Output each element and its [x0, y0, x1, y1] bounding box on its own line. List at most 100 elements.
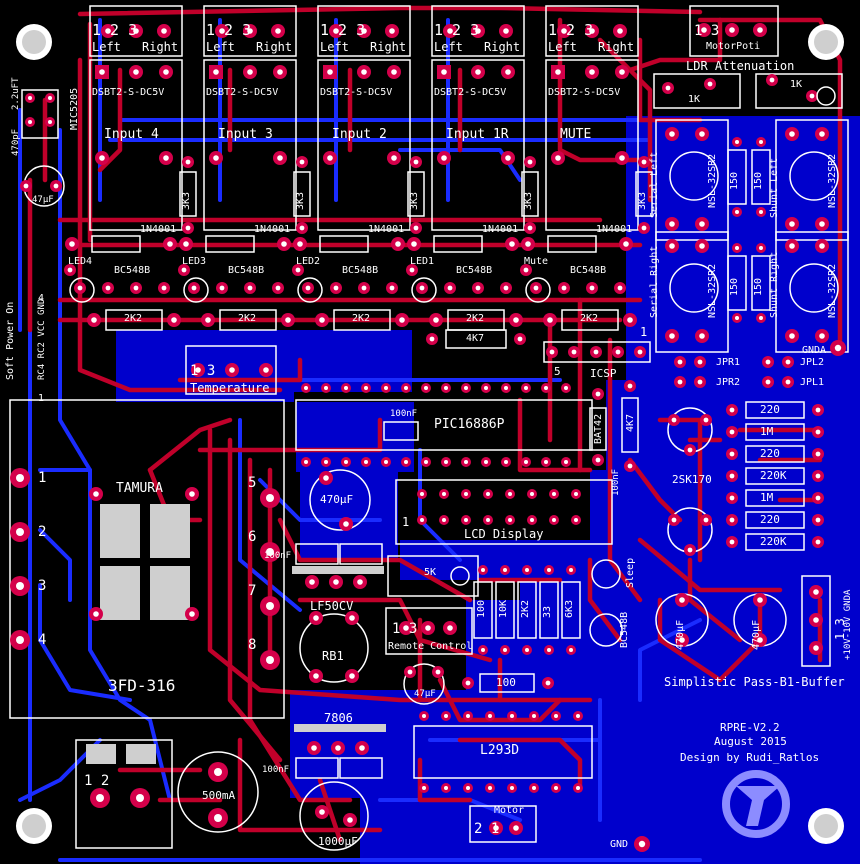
drill-hole: [213, 69, 219, 75]
drill-hole: [420, 492, 424, 496]
drill-hole: [247, 69, 253, 75]
led-outline-0: [69, 277, 95, 303]
resistor-2k2-label-4: 2K2: [580, 313, 599, 324]
drill-hole: [327, 69, 333, 75]
drill-hole: [564, 460, 568, 464]
res-col-outline-4: [745, 489, 805, 507]
l293d-outline: [413, 725, 593, 779]
drill-hole: [133, 69, 139, 75]
relay-header-outline-3: [431, 5, 525, 57]
drill-hole: [91, 317, 97, 323]
gnd-header-signals: +10V-10V GNDA: [843, 589, 853, 660]
drill-hole: [447, 28, 453, 34]
drill-hole: [697, 359, 703, 365]
cap-470uf-label: 470µF: [320, 493, 354, 506]
drill-hole: [554, 714, 558, 718]
drill-hole: [545, 680, 551, 686]
relay-part-4: DSBT2-S-DC5V: [548, 87, 621, 98]
cap-22uf-label: 2.2uFT: [11, 77, 21, 110]
drill-hole: [569, 648, 573, 652]
drill-hole: [729, 429, 735, 435]
ldr-1k-label-a: 1K: [688, 94, 701, 105]
serial-left-label: Serial Left: [649, 151, 660, 218]
drill-hole: [637, 349, 643, 355]
top-trace-7: [557, 17, 643, 163]
drill-hole: [444, 460, 448, 464]
drill-hole: [391, 155, 397, 161]
ldr-pot-outline: [816, 86, 836, 106]
drill-hole: [475, 69, 481, 75]
drill-hole: [576, 786, 580, 790]
drill-hole: [671, 417, 677, 423]
transformer-pin-6: 6: [248, 529, 257, 545]
jpr2-label: JPR2: [716, 377, 741, 388]
drill-hole: [627, 463, 633, 469]
drill-hole: [555, 69, 561, 75]
drill-hole: [757, 597, 763, 603]
resistor-2k2-label-1: 2K2: [238, 313, 257, 324]
relay-right-label-2: Right: [370, 40, 407, 54]
drill-hole: [344, 460, 348, 464]
drill-hole: [441, 69, 447, 75]
drill-hole: [219, 28, 225, 34]
drill-hole: [484, 386, 488, 390]
drill-hole: [523, 267, 529, 273]
drill-hole: [615, 349, 621, 355]
drill-hole: [576, 714, 580, 718]
r-100-label: 100: [496, 676, 516, 689]
drill-hole: [769, 77, 775, 83]
terminal-pins: 1 2: [84, 773, 110, 789]
cap-100nf-lf50-label: 100nF: [264, 551, 292, 561]
remote-pins: 1 3: [392, 621, 418, 637]
drill-hole: [266, 602, 274, 610]
mic5205-outline: [21, 89, 59, 139]
drill-hole: [552, 518, 556, 522]
r-row-outline-4: [561, 581, 581, 639]
drill-hole: [435, 669, 441, 675]
led-outline-1: [183, 277, 209, 303]
drill-hole: [359, 745, 365, 751]
cap-47uf-label: 47µF: [32, 195, 54, 205]
top-trace-11: [627, 17, 723, 73]
drill-hole: [729, 27, 735, 33]
ground-pour-9: [360, 760, 610, 864]
drill-hole: [475, 28, 481, 34]
r-row-outline-1: [495, 581, 515, 639]
resistor-2k2-body-2: [333, 309, 391, 331]
res-col-outline-5: [745, 511, 805, 529]
drill-hole: [687, 447, 693, 453]
drill-hole: [319, 317, 325, 323]
transformer-core-d: [150, 566, 190, 620]
drill-hole: [729, 451, 735, 457]
drill-hole: [441, 155, 447, 161]
led-outline-2: [297, 277, 323, 303]
drill-hole: [509, 241, 515, 247]
drill-hole: [703, 417, 709, 423]
diode-label-2: 1N4001: [368, 224, 405, 235]
drill-hole: [16, 528, 24, 536]
drill-hole: [510, 786, 514, 790]
led-label-4: Mute: [524, 256, 549, 267]
top-trace-2: [77, 57, 283, 393]
cap-100nf-pic-label: 100nF: [390, 409, 418, 419]
sleep-label: Sleep: [625, 557, 636, 588]
drill-hole: [503, 285, 509, 291]
drill-hole: [333, 579, 339, 585]
relay-header-outline-1: [203, 5, 297, 57]
drill-hole: [413, 159, 419, 165]
jfet-label: 2SK170: [672, 473, 712, 486]
relay-header-outline-0: [89, 5, 183, 57]
lcd-one: 1: [402, 515, 410, 529]
r150-label-0: 150: [729, 171, 740, 190]
relay-left-label-2: Left: [320, 40, 349, 54]
drill-hole: [703, 517, 709, 523]
drill-hole: [181, 267, 187, 273]
relay-right-label-4: Right: [598, 40, 635, 54]
cap-470uf-c-label: 470µF: [751, 619, 762, 650]
drill-hole: [409, 267, 415, 273]
drill-hole: [547, 648, 551, 652]
drill-hole: [510, 714, 514, 718]
drill-hole: [759, 316, 763, 320]
drill-hole: [28, 120, 32, 124]
